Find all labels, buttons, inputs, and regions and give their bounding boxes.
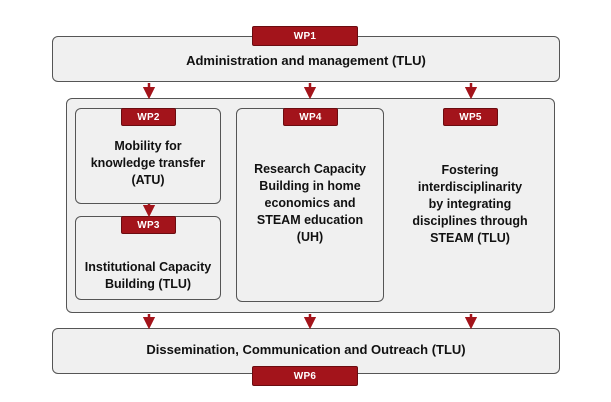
wp5-title: Fostering interdisciplinarity by integra… (412, 162, 528, 245)
wp4-title: Research Capacity Building in home econo… (254, 161, 366, 244)
wp4-box (236, 108, 384, 302)
wp1-title: Administration and management (TLU) (186, 52, 426, 68)
wp2-label: WP2 (121, 108, 176, 126)
wp2-title: Mobility for knowledge transfer (ATU) (90, 138, 206, 187)
wp3-title: Institutional Capacity Building (TLU) (84, 260, 212, 291)
wp5-label: WP5 (443, 108, 498, 126)
wp1-label: WP1 (252, 26, 358, 46)
wp6-title: Dissemination, Communication and Outreac… (146, 341, 466, 357)
wp6-label: WP6 (252, 366, 358, 386)
wp4-label: WP4 (283, 108, 338, 126)
